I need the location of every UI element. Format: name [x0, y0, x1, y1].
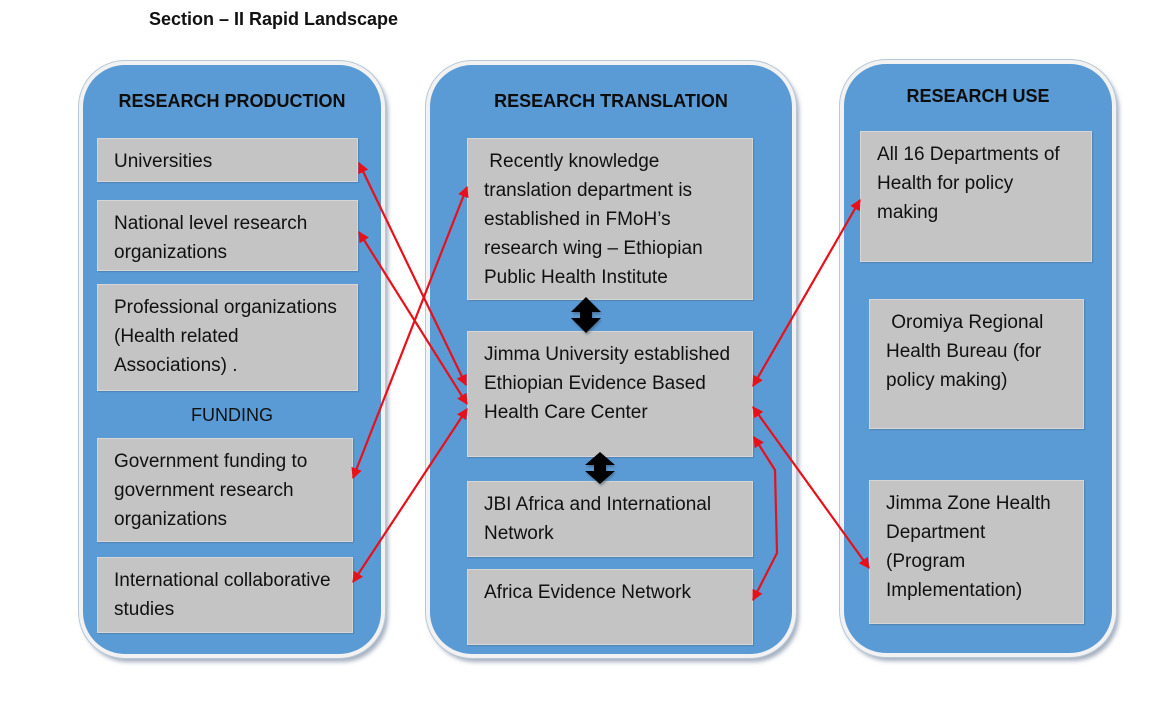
jbi-africa-network-box: JBI Africa and International Network [467, 481, 753, 557]
research-production-panel: RESEARCH PRODUCTION Universities Nationa… [79, 61, 385, 658]
sixteen-departments-box: All 16 Departments of Health for policy … [860, 131, 1092, 262]
universities-box: Universities [97, 138, 358, 182]
funding-label: FUNDING [191, 405, 273, 425]
research-production-title: RESEARCH PRODUCTION [118, 91, 346, 111]
professional-organizations-box: Professional organizations (Health relat… [97, 284, 358, 391]
research-translation-panel: RESEARCH TRANSLATION Recently knowledge … [426, 61, 796, 658]
page-title: Section – II Rapid Landscape [149, 9, 399, 29]
international-collaborative-studies-box: International collaborative studies [97, 557, 353, 633]
research-use-title: RESEARCH USE [906, 86, 1050, 106]
jimma-zone-health-department-box: Jimma Zone Health Department (Program Im… [869, 480, 1084, 624]
government-funding-box: Government funding to government researc… [97, 438, 353, 542]
research-use-panel: RESEARCH USE All 16 Departments of Healt… [840, 60, 1116, 657]
national-research-organizations-box: National level research organizations [97, 200, 358, 271]
africa-evidence-network-box: Africa Evidence Network [467, 569, 753, 645]
research-translation-title: RESEARCH TRANSLATION [494, 91, 728, 111]
jimma-evidence-center-box: Jimma University established Ethiopian E… [467, 331, 753, 457]
knowledge-translation-department-box: Recently knowledge translation departmen… [467, 138, 753, 300]
oromiya-regional-bureau-box: Oromiya Regional Health Bureau (for poli… [869, 299, 1084, 429]
